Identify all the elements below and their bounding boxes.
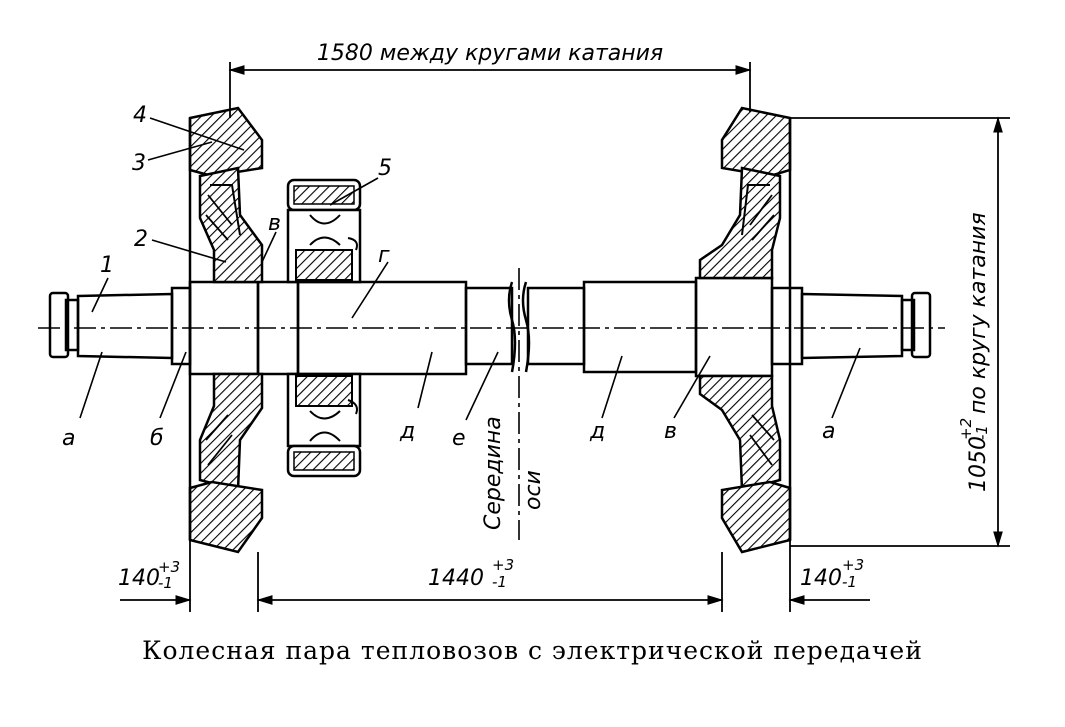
dim-140-left-group: 140 +3 -1 — [118, 558, 180, 592]
zone-label-a-right: а — [822, 419, 835, 444]
part-number-1: 1 — [100, 253, 114, 278]
left-wheel — [188, 106, 264, 554]
part-number-4: 4 — [133, 103, 147, 128]
figure-caption: Колесная пара тепловозов с электрической… — [142, 636, 923, 665]
axle-middle-line1: Середина — [481, 416, 506, 530]
dim-1050-group: 1050 +2 -1 по кругу катания — [957, 212, 991, 492]
dim-140-right-group: 140 +3 -1 — [800, 556, 864, 591]
zone-label-v-right: в — [664, 419, 677, 444]
zone-label-d-left: д — [399, 419, 415, 444]
axle-break — [507, 281, 531, 373]
dim-1050-value: 1050 — [966, 436, 991, 492]
axle-middle-label: Середина — [481, 416, 506, 530]
leader-lines — [79, 117, 861, 421]
axle-middle-label-2: оси — [521, 470, 546, 510]
part-number-5: 5 — [378, 156, 392, 181]
dim-1580-label: 1580 между кругами катания — [317, 41, 663, 66]
zone-label-d-right: д — [589, 419, 605, 444]
part-number-3: 3 — [132, 151, 146, 176]
zone-label-v-left: в — [268, 211, 281, 236]
dim-140-left-value: 140 — [118, 566, 160, 591]
dim-140-left-tol-upper: +3 — [158, 558, 180, 576]
zone-label-b-left: б — [150, 426, 164, 451]
dim-140-left-tol-lower: -1 — [158, 574, 173, 592]
part-number-2: 2 — [134, 227, 148, 252]
dim-1440-tol-lower: -1 — [492, 573, 507, 591]
dim-140-right-value: 140 — [800, 566, 842, 591]
zone-label-a-left: а — [62, 426, 75, 451]
dim-1050-text: по кругу катания — [966, 212, 991, 414]
dim-1050-tol-lower: -1 — [973, 425, 991, 440]
dimension-lines — [120, 62, 1010, 612]
zone-label-e-left: е — [452, 426, 466, 451]
dim-1440-value: 1440 — [428, 566, 484, 591]
right-wheel — [698, 106, 792, 554]
axle-middle-line2: оси — [521, 470, 546, 510]
dim-1440-group: 1440 +3 -1 — [428, 556, 514, 591]
gear-wheel — [286, 178, 362, 478]
zone-label-g-left: г — [378, 243, 390, 268]
dim-1440-tol-upper: +3 — [492, 556, 514, 574]
dim-1050-tol-upper: +2 — [957, 418, 975, 440]
dim-140-right-tol-upper: +3 — [842, 556, 864, 574]
dim-140-right-tol-lower: -1 — [842, 573, 857, 591]
